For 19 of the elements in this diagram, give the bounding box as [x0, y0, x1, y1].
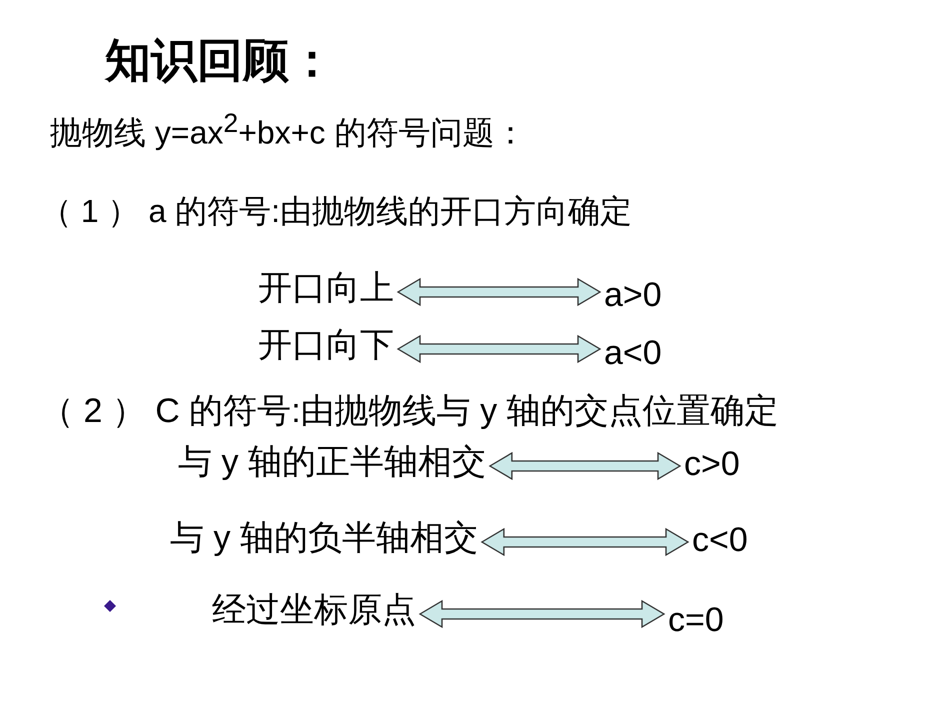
node-text: c<0 [688, 520, 752, 560]
text-line: 抛物线 y=ax$^{2}$+bx+c 的符号问题： [50, 108, 526, 153]
double-arrow [396, 278, 602, 306]
node-text: a<0 [600, 333, 666, 373]
double-arrow [480, 528, 690, 556]
node-text: c=0 [664, 600, 728, 640]
slide-title: 知识回顾： [105, 33, 335, 88]
double-arrow [396, 334, 602, 364]
node-text: c>0 [680, 444, 744, 484]
node-text: 经过坐标原点 [208, 590, 420, 630]
node-text: 开口向上 [254, 268, 398, 308]
text-line: （ 2 ） C 的符号:由抛物线与 y 轴的交点位置确定 [40, 391, 779, 432]
node-text: 与 y 轴的负半轴相交 [166, 518, 482, 558]
double-arrow [488, 452, 682, 480]
node-text: 开口向下 [254, 325, 398, 365]
node-text: 与 y 轴的正半轴相交 [174, 442, 490, 482]
double-arrow [418, 600, 666, 628]
node-text: a>0 [600, 275, 666, 315]
text-line: （ 1 ） a 的符号:由抛物线的开口方向确定 [40, 192, 632, 231]
